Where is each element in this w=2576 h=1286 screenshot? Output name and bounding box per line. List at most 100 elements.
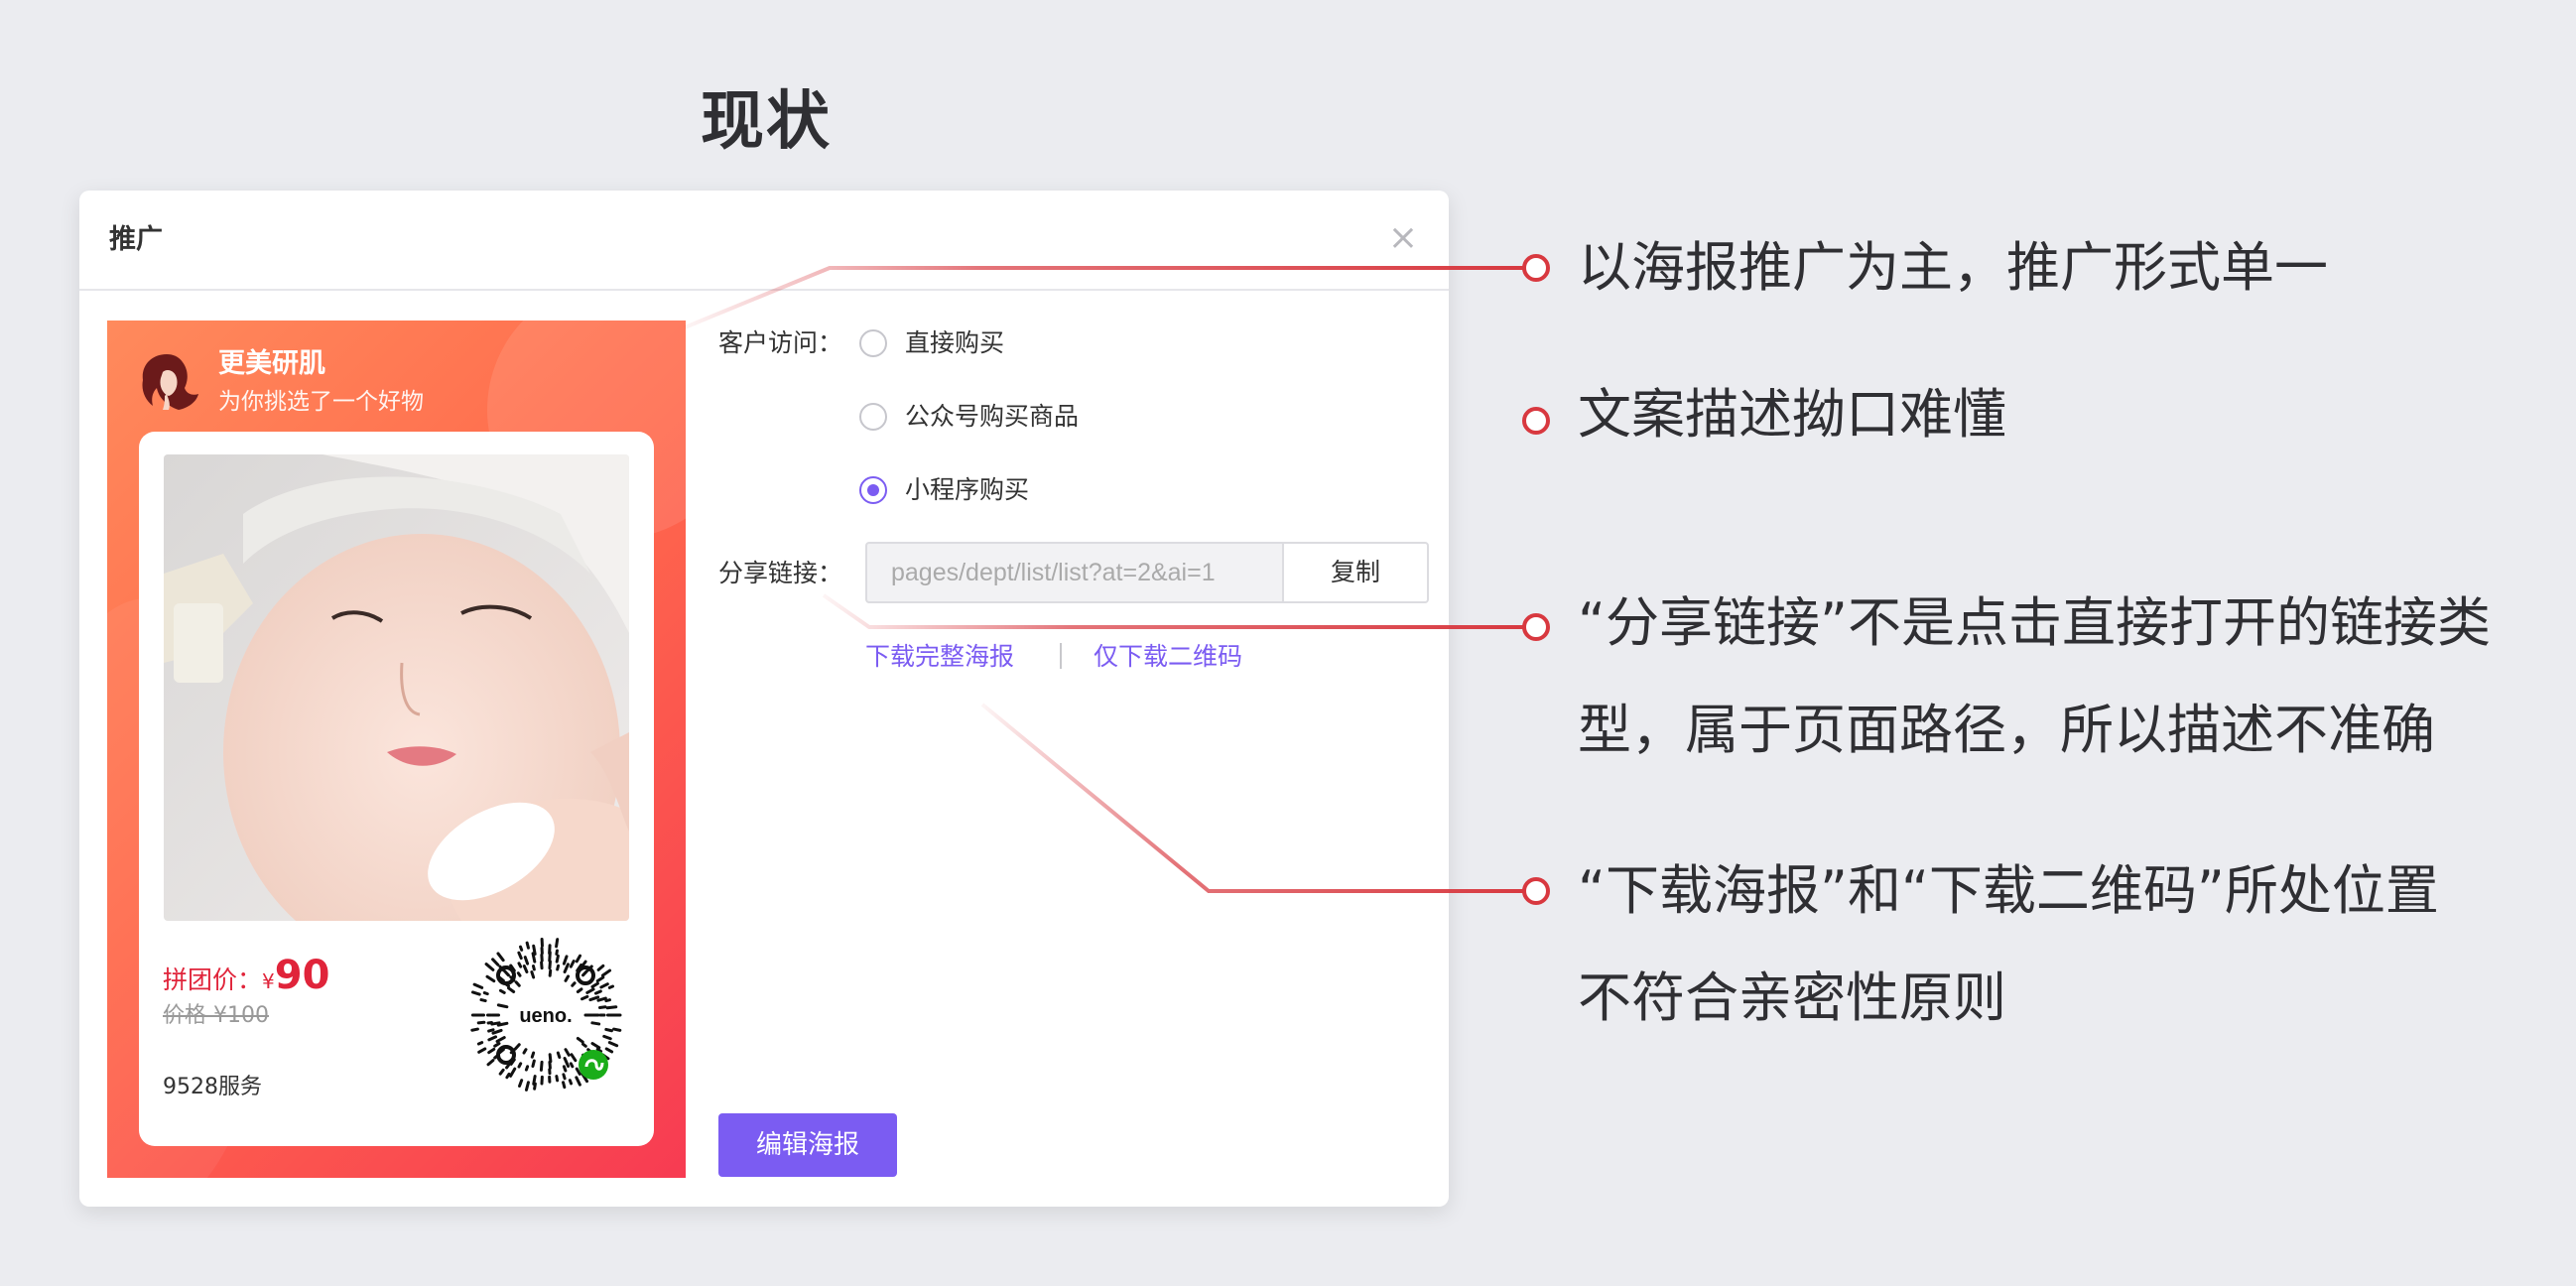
qr-code-mark (607, 984, 615, 989)
qr-code-mark (590, 1042, 601, 1050)
qr-code-mark (548, 968, 553, 977)
copy-button[interactable]: 复制 (1282, 542, 1429, 603)
qr-code-mark (507, 986, 516, 993)
qr-code-mark (555, 1075, 560, 1083)
page-title: 现状 (701, 85, 832, 159)
qr-code-mark (563, 963, 570, 974)
qr-code-mark (569, 960, 576, 968)
qr-code-mark (605, 1005, 618, 1010)
qr-code-mark (555, 949, 559, 956)
qr-code-mark (604, 998, 612, 1003)
radio-circle[interactable] (859, 403, 887, 431)
qr-code-mark (471, 990, 481, 996)
qr-code-mark (571, 981, 577, 987)
qr-code-mark (517, 1062, 523, 1069)
qr-code-mark (562, 1065, 568, 1073)
qr-logo-text: ueno. (519, 1005, 572, 1027)
qr-code-mark (555, 954, 560, 964)
qr-code-mark (590, 981, 599, 988)
price-currency: ¥ (262, 969, 275, 993)
brand-subtitle: 为你挑选了一个好物 (218, 389, 424, 415)
qr-code-mark (581, 969, 588, 977)
qr-code-mark (548, 960, 552, 970)
qr-code-mark (487, 1035, 498, 1042)
radio-official-account-buy[interactable]: 公众号购买商品 (859, 399, 1079, 435)
dialog-header: 推广 × (79, 191, 1449, 291)
annotation-4: “下载海报”和“下载二维码”所处位置 不符合亲密性原则 (1578, 837, 2560, 1052)
qr-code-mark (580, 960, 587, 967)
qr-code-mark (563, 1056, 571, 1068)
qr-code-mark (522, 1048, 528, 1055)
qr-code-mark (470, 1027, 479, 1032)
radio-label: 直接购买 (905, 328, 1005, 357)
radio-mini-program-buy[interactable]: 小程序购买 (859, 472, 1029, 508)
qr-code-mark (555, 938, 560, 949)
mini-program-qr-code: ueno. (470, 938, 622, 1092)
qr-code-mark (612, 1027, 622, 1032)
qr-code-mark (531, 964, 536, 971)
qr-code-mark (562, 1081, 567, 1090)
qr-code-mark (575, 954, 582, 964)
radio-label: 小程序购买 (905, 475, 1030, 504)
qr-code-mark (486, 1059, 495, 1067)
qr-code-mark (517, 951, 523, 961)
qr-code-mark (599, 982, 609, 989)
qr-code-mark (548, 1053, 553, 1064)
qr-code-mark (596, 996, 607, 1002)
qr-code-mark (595, 975, 605, 983)
annotation-3-line-1: “分享链接”不是点击直接打开的链接类 (1578, 591, 2491, 654)
qr-code-mark (593, 989, 602, 995)
radio-direct-buy[interactable]: 直接购买 (859, 325, 1004, 361)
service-text: 9528服务 (163, 1075, 262, 1099)
link-divider (1060, 643, 1062, 669)
annotation-4-line-2: 不符合亲密性原则 (1578, 966, 2006, 1029)
radio-circle-selected[interactable] (859, 476, 887, 504)
qr-code-mark (518, 1079, 524, 1088)
download-qr-only-link[interactable]: 仅下载二维码 (1094, 642, 1243, 671)
qr-code-mark (513, 1043, 521, 1051)
customer-visit-label: 客户访问： (718, 328, 843, 357)
qr-code-pattern (470, 938, 622, 1092)
qr-code-mark (495, 1036, 506, 1043)
qr-code-mark (487, 1047, 496, 1055)
radio-label: 公众号购买商品 (905, 402, 1080, 431)
qr-code-mark (532, 1075, 537, 1086)
share-link-input[interactable] (865, 542, 1282, 603)
close-icon[interactable]: × (1387, 217, 1419, 258)
mini-program-icon (579, 1050, 608, 1080)
qr-code-mark (585, 987, 595, 994)
poster-preview: 更美研肌 为你挑选了一个好物 (107, 321, 686, 1178)
poster-card: 拼团价：¥90 价格 ¥100 9528服务 ueno. (139, 432, 654, 1146)
annotation-marker-icon (1522, 613, 1550, 641)
qr-code-mark (604, 1027, 613, 1033)
qr-code-mark (472, 982, 484, 989)
qr-code-mark (595, 1047, 603, 1054)
qr-code-mark (498, 988, 506, 994)
qr-code-mark (597, 1005, 607, 1010)
qr-code-mark (569, 1062, 575, 1069)
qr-code-mark (530, 1051, 536, 1059)
qr-code-mark (580, 1042, 587, 1048)
qr-code-mark (602, 1034, 612, 1041)
qr-code-mark (607, 1041, 619, 1048)
qr-code-mark (522, 964, 529, 974)
qr-code-mark (490, 1021, 501, 1026)
qr-code-mark (509, 1067, 517, 1078)
qr-code-mark (596, 964, 605, 971)
annotation-1: 以海报推广为主，推广形式单一 (1578, 236, 2328, 299)
price-value: 90 (274, 953, 330, 998)
qr-code-mark (575, 1076, 581, 1087)
edit-poster-button[interactable]: 编辑海报 (718, 1113, 897, 1177)
share-link-label: 分享链接： (718, 559, 843, 587)
download-full-poster-link[interactable]: 下载完整海报 (865, 642, 1015, 671)
qr-code-mark (479, 998, 487, 1003)
qr-code-mark (580, 994, 589, 1001)
qr-code-mark (505, 1072, 511, 1080)
qr-code-mark (477, 1047, 487, 1054)
promotion-dialog: 推广 × 更美研肌 为你挑选了一个好物 (79, 191, 1449, 1207)
qr-code-mark (484, 963, 495, 971)
qr-code-mark (590, 1021, 601, 1026)
radio-circle[interactable] (859, 329, 887, 357)
annotation-4-line-1: “下载海报”和“下载二维码”所处位置 (1578, 859, 2439, 922)
qr-code-mark (564, 1048, 571, 1057)
